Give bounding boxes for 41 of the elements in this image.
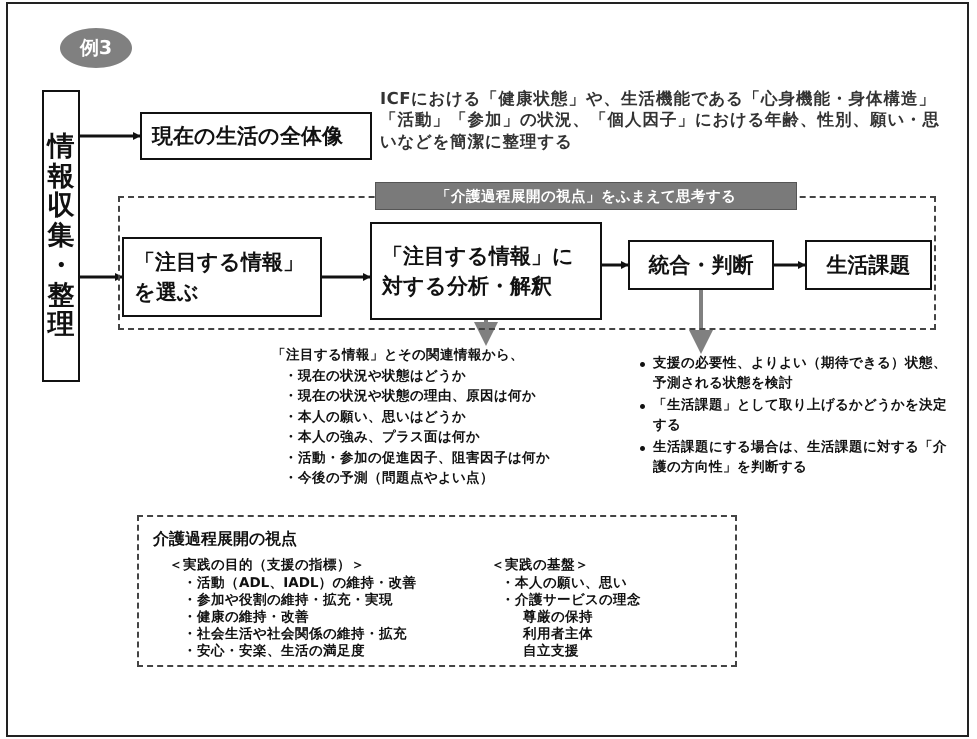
- list-item: 尊厳の保持: [523, 609, 593, 626]
- note-item: ・今後の予測（問題点やよい点）: [283, 469, 495, 488]
- section-heading: ＜実践の基盤＞: [491, 557, 589, 574]
- arrow: [80, 132, 141, 140]
- list-item: ・社会生活や社会関係の維持・拡充: [183, 626, 407, 642]
- section-heading: ＜実践の目的（支援の指標）＞: [169, 557, 365, 574]
- process-box: 現在の生活の全体像: [140, 112, 372, 160]
- dashed-panel: [137, 515, 737, 667]
- list-item: 利用者主体: [523, 626, 593, 642]
- note-item: ・現在の状況や状態の理由、原因は何か: [283, 387, 537, 406]
- panel-title: 介護過程展開の視点: [153, 529, 297, 548]
- arrow: [774, 261, 806, 269]
- list-item: 自立支援: [523, 643, 579, 660]
- arrow: [322, 273, 371, 281]
- note-item: ・現在の状況や状態はどうか: [283, 366, 467, 386]
- list-item: ・本人の願い、思い: [501, 575, 627, 592]
- note-item: 支援の必要性、よりよい（期待できる）状態、予測される状態を検討: [653, 354, 948, 393]
- process-box: 生活課題: [805, 240, 932, 290]
- note-item: ・本人の強み、プラス面は何か: [283, 428, 481, 448]
- box-title: 情報収集・整理: [48, 132, 74, 340]
- description-text: ICFにおける「健康状態」や、生活機能である「心身機能・身体構造」「活動」「参加」の状況、「個人因子」における年齢、性別、願い・思いなどを簡潔に整理する: [380, 88, 940, 164]
- callout-pointer: [474, 320, 498, 346]
- example-label-ellipse: 例3: [60, 28, 132, 68]
- list-item: ・安心・安楽、生活の満足度: [183, 643, 365, 660]
- list-item: ・活動（ADL、IADL）の維持・改善: [183, 575, 417, 592]
- note-item: ・本人の願い、思いはどうか: [283, 408, 467, 427]
- list-item: ・介護サービスの理念: [501, 592, 641, 608]
- note-item: 生活課題にする場合は、生活課題に対する「介護の方向性」を判断する: [653, 438, 948, 477]
- process-box: [42, 90, 80, 382]
- process-box: 「注目する情報」を選ぶ: [122, 237, 322, 317]
- note-item: ・活動・参加の促進因子、阻害因子は何か: [283, 448, 551, 468]
- note-item: 「生活課題」として取り上げるかどうかを決定する: [653, 396, 948, 435]
- banner-heading: 「介護過程展開の視点」をふまえて思考する: [375, 182, 797, 210]
- note-heading: 「注目する情報」とその関連情報から、: [272, 346, 525, 365]
- process-box: 統合・判断: [628, 240, 774, 290]
- process-box: 「注目する情報」に対する分析・解釈: [370, 222, 602, 320]
- arrow: [80, 273, 123, 281]
- arrow: [602, 261, 629, 269]
- callout-pointer: [689, 290, 713, 354]
- list-item: ・参加や役割の維持・拡充・実現: [183, 592, 393, 608]
- list-item: ・健康の維持・改善: [183, 609, 309, 626]
